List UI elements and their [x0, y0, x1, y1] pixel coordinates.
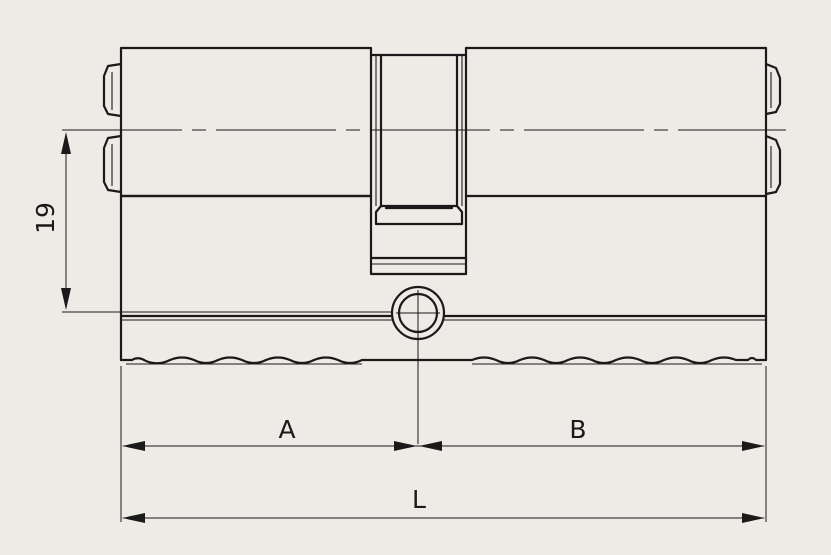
dim-arrow-up — [61, 132, 71, 154]
cam-slot — [369, 53, 468, 276]
vertical-dimension: 19 — [31, 129, 392, 313]
extension-lines — [120, 366, 767, 522]
dimension-19-label: 19 — [31, 202, 60, 234]
right-end-tabs — [764, 62, 782, 196]
b-arrow-left — [419, 441, 442, 451]
dimension-a-label: A — [278, 415, 295, 444]
dimension-b-label: B — [569, 415, 586, 444]
a-arrow-left — [122, 441, 145, 451]
left-end-tabs — [102, 62, 123, 194]
dimension-l: L — [122, 485, 765, 523]
a-arrow-right — [394, 441, 417, 451]
l-arrow-right — [742, 513, 765, 523]
b-arrow-right — [742, 441, 765, 451]
cylinder-housing — [119, 194, 768, 365]
right-plug — [464, 46, 768, 198]
left-plug — [119, 46, 373, 198]
dimension-a-b: A B — [122, 415, 765, 451]
dim-arrow-down — [61, 288, 71, 310]
l-arrow-left — [122, 513, 145, 523]
screw-hole — [390, 285, 446, 444]
dimension-l-label: L — [412, 485, 426, 514]
